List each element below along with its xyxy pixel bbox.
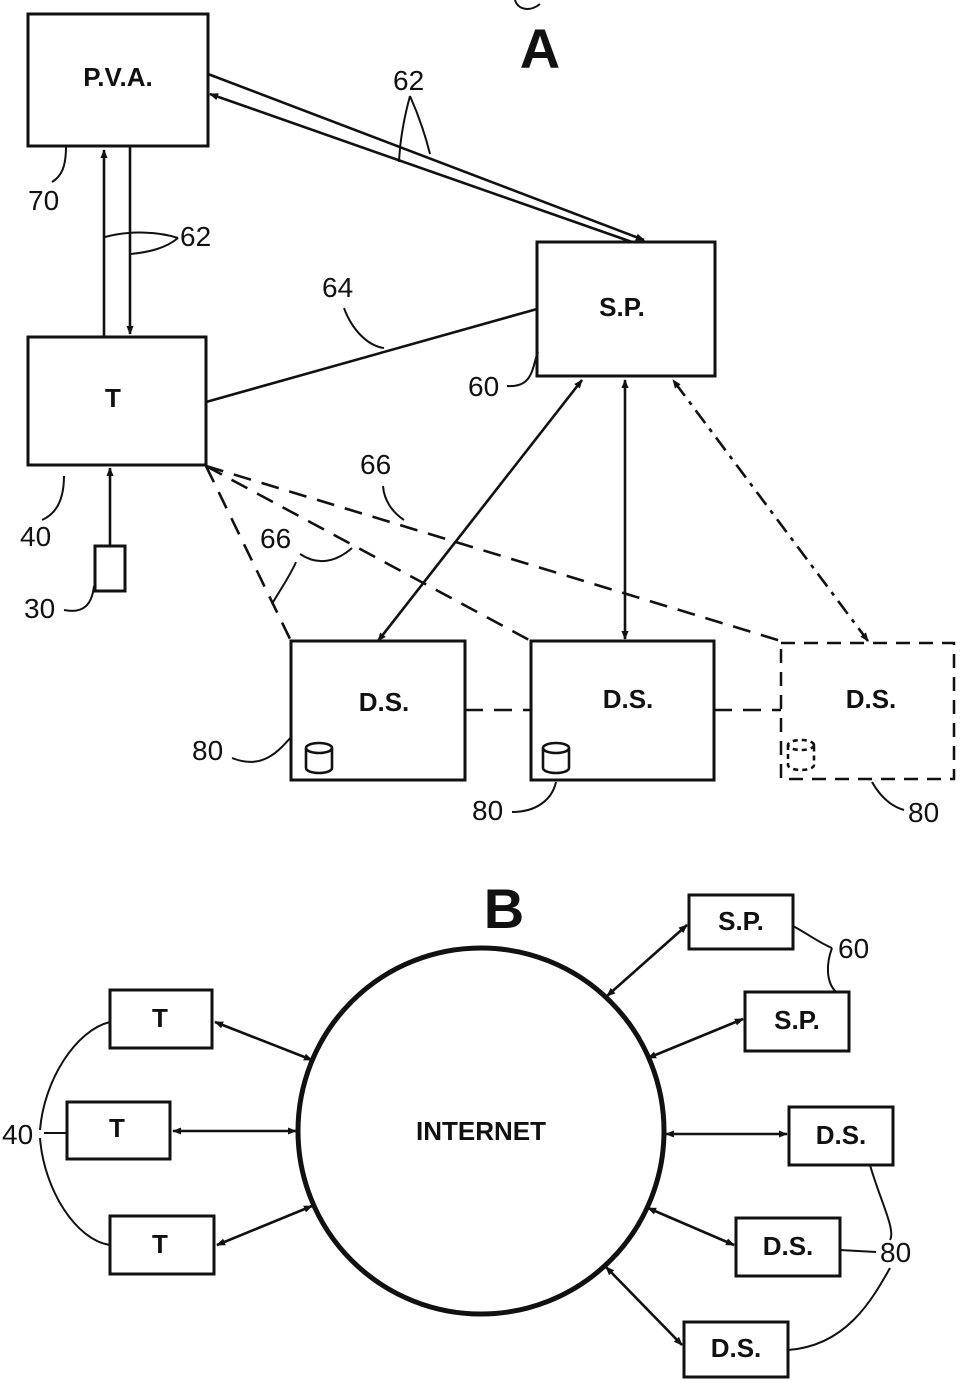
node-terminal: T xyxy=(26,335,208,467)
node-data-server-3-optional: D.S. xyxy=(779,641,956,781)
ref-62-left: 62 xyxy=(104,221,211,255)
svg-text:S.P.: S.P. xyxy=(599,292,645,322)
node-data-server-2: D.S. xyxy=(529,639,716,782)
link-sp-to-ds3 xyxy=(671,379,870,642)
svg-text:D.S.: D.S. xyxy=(846,684,897,714)
link-sp1-internet xyxy=(606,924,688,997)
svg-text:P.V.A.: P.V.A. xyxy=(83,62,152,92)
svg-text:60: 60 xyxy=(838,933,869,964)
svg-text:40: 40 xyxy=(20,521,51,552)
link-62-pva-to-sp-a xyxy=(207,72,645,242)
ref-64: 64 xyxy=(322,272,385,349)
svg-text:D.S.: D.S. xyxy=(763,1231,814,1261)
svg-text:66: 66 xyxy=(360,449,391,480)
node-service-provider: S.P. xyxy=(535,240,717,378)
link-62-pva-to-sp-b xyxy=(209,92,633,244)
link-t3-internet xyxy=(216,1204,313,1247)
svg-text:66: 66 xyxy=(260,523,291,554)
svg-text:80: 80 xyxy=(472,795,503,826)
ref-70: 70 xyxy=(28,145,67,216)
svg-text:70: 70 xyxy=(28,185,59,216)
data-server-2: D.S. xyxy=(734,1216,842,1278)
ref-80-ds2: 80 xyxy=(472,781,557,826)
terminal-2: T xyxy=(65,1100,172,1161)
svg-text:80: 80 xyxy=(192,735,223,766)
ref-80-data-servers: 80 xyxy=(787,1164,911,1351)
svg-text:T: T xyxy=(109,1113,125,1143)
svg-text:T: T xyxy=(105,383,121,413)
terminal-3: T xyxy=(108,1214,216,1276)
svg-text:62: 62 xyxy=(393,65,424,96)
ref-60-service-providers: 60 xyxy=(792,925,869,993)
link-ds2-internet xyxy=(647,1206,735,1247)
database-icon xyxy=(541,741,571,775)
svg-text:60: 60 xyxy=(468,371,499,402)
link-sp-to-ds1 xyxy=(376,379,584,642)
svg-text:S.P.: S.P. xyxy=(718,906,764,936)
figure-title-fragment xyxy=(514,0,541,10)
data-server-3: D.S. xyxy=(682,1320,790,1379)
svg-text:40: 40 xyxy=(2,1119,33,1150)
panel-b-label: B xyxy=(484,877,524,940)
svg-text:INTERNET: INTERNET xyxy=(416,1116,546,1146)
link-66-t-to-ds2 xyxy=(205,464,532,643)
ref-66-b: 66 xyxy=(260,523,353,605)
internet-hub: INTERNET xyxy=(295,945,667,1317)
svg-text:D.S.: D.S. xyxy=(711,1333,762,1363)
link-64-t-to-sp xyxy=(205,307,538,404)
smart-card xyxy=(93,544,127,593)
svg-text:D.S.: D.S. xyxy=(603,684,654,714)
database-icon-dashed xyxy=(786,738,816,772)
ref-62-top: 62 xyxy=(393,65,431,163)
service-provider-1: S.P. xyxy=(687,893,795,951)
node-pva: P.V.A. xyxy=(26,12,210,148)
svg-text:64: 64 xyxy=(322,272,353,303)
ref-40: 40 xyxy=(20,475,65,552)
svg-text:80: 80 xyxy=(908,797,939,828)
panel-a: A P.V.A. T S.P. D.S. D. xyxy=(20,0,956,828)
link-t1-internet xyxy=(214,1020,313,1062)
link-66-t-to-ds1 xyxy=(204,465,293,642)
ref-66-a: 66 xyxy=(360,449,405,521)
data-server-1: D.S. xyxy=(787,1105,895,1167)
ref-30: 30 xyxy=(24,585,95,624)
database-icon xyxy=(304,741,334,775)
svg-text:T: T xyxy=(152,1003,168,1033)
ref-80-ds1: 80 xyxy=(192,735,293,766)
ref-40-terminals: 40 xyxy=(2,1021,111,1246)
svg-text:T: T xyxy=(152,1229,168,1259)
panel-a-label: A xyxy=(520,17,560,80)
link-sp2-internet xyxy=(647,1017,744,1060)
svg-text:30: 30 xyxy=(24,593,55,624)
link-ds3-internet xyxy=(605,1266,683,1346)
terminal-1: T xyxy=(108,988,214,1050)
svg-text:62: 62 xyxy=(180,221,211,252)
svg-text:S.P.: S.P. xyxy=(774,1005,820,1035)
node-data-server-1: D.S. xyxy=(289,639,467,782)
ref-60: 60 xyxy=(468,351,539,402)
ref-80-ds3: 80 xyxy=(871,781,939,828)
service-provider-2: S.P. xyxy=(743,990,851,1053)
svg-text:80: 80 xyxy=(880,1237,911,1268)
svg-text:D.S.: D.S. xyxy=(816,1120,867,1150)
panel-b: B INTERNET T T T S.P. S.P. xyxy=(2,877,911,1379)
svg-text:D.S.: D.S. xyxy=(359,687,410,717)
